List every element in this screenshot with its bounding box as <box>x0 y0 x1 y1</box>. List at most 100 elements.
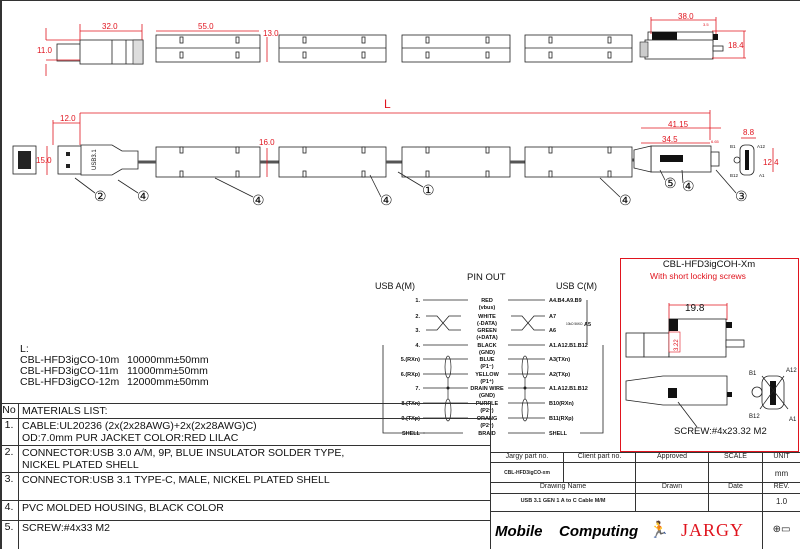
top-molded-segment <box>155 34 261 63</box>
variant-a12: A12 <box>786 368 797 374</box>
dim-length-L: L <box>384 97 391 111</box>
pin-wire-signal: (GND) <box>479 350 495 356</box>
callout-9: ③ <box>735 188 748 204</box>
variant-subtitle: With short locking screws <box>650 271 746 281</box>
pin-left: 8.(TXn) <box>401 401 420 407</box>
length-value: 11000mm±50mm <box>127 365 208 377</box>
pinout-row: 1.RED(vbus)A4.B4.A9.B9 <box>415 298 581 311</box>
variant-dim2: 3.22 <box>674 339 680 351</box>
materials-text: CONNECTOR:USB 3.1 TYPE-C, MALE, NICKEL P… <box>22 474 330 486</box>
pin-wire-color: ORANG <box>477 416 497 422</box>
pin-wire-signal: (P1⁺) <box>480 378 493 385</box>
materials-row: 3.CONNECTOR:USB 3.1 TYPE-C, MALE, NICKEL… <box>0 472 490 501</box>
pin-wire-color: BLACK <box>477 343 496 349</box>
pin-wire-color: RED <box>481 298 493 304</box>
scale-value <box>709 463 763 483</box>
variant-box: CBL-HFD3igCOH-Xm With short locking scre… <box>620 258 799 452</box>
pinout-row: 5.(RXn) BLUE(P1⁻) A3(TXn) <box>401 357 571 370</box>
dim-mid-h: 12.4 <box>763 158 779 167</box>
label-drawing-name: Drawing Name <box>491 483 636 494</box>
materials-no: 3. <box>0 473 19 501</box>
length-part: CBL-HFD3igCO-11m <box>20 365 119 377</box>
dim-mid-a: 12.0 <box>60 114 76 123</box>
top-molded-segment <box>401 34 511 63</box>
label-rev: REV. <box>763 483 800 494</box>
materials-text: CABLE:UL20236 (2x(2x28AWG)+2x(2x28AWG)C)… <box>22 420 257 444</box>
materials-no: 5. <box>0 521 19 549</box>
client-part-value <box>564 463 636 483</box>
pin-right: B11(RXp) <box>549 416 574 422</box>
pin-wire-color: DRAIN WIRE <box>470 386 504 392</box>
pin-wire-signal: (P2⁺) <box>480 422 493 429</box>
title-block: Jargy part no. Client part no. Approved … <box>490 452 800 549</box>
rev-value: 1.0 <box>763 494 800 512</box>
dim-top-3: 55.0 <box>198 22 214 31</box>
pin-face-b12: B12 <box>730 173 739 178</box>
plug-label: USB3.1 <box>92 149 98 170</box>
pin-right: A7 <box>549 314 556 320</box>
callout-6: ④ <box>619 192 632 208</box>
label-approved: Approved <box>636 453 709 463</box>
label-jargy-part: Jargy part no. <box>491 453 564 463</box>
pin-face-a12: A12 <box>757 144 766 149</box>
pin-left: SHELL <box>402 431 421 437</box>
pin-face-a1: A1 <box>759 173 765 178</box>
pinout-row: 2.WHITE(-DATA)A7 <box>415 314 556 327</box>
materials-no: 4. <box>0 501 19 521</box>
projection-symbol-icon: ⊕▭ <box>763 512 800 549</box>
pin-wire-color: WHITE <box>478 314 496 320</box>
dim-top-7: 18.4 <box>728 41 744 50</box>
callout-7: ⑤ <box>664 175 677 191</box>
materials-row: 2.CONNECTOR:USB 3.0 A/M, 9P, BLUE INSULA… <box>0 445 490 473</box>
pin-wire-signal: (vbus) <box>479 305 496 311</box>
pin-wire-color: GREEN <box>477 328 497 334</box>
label-date: Date <box>709 483 763 494</box>
callout-5: ① <box>422 182 435 198</box>
materials-text: SCREW:#4x33 M2 <box>22 522 110 534</box>
mid-molded-segment <box>524 146 633 178</box>
pin-left: 9.(TXp) <box>401 416 420 422</box>
materials-text: CONNECTOR:USB 3.0 A/M, 9P, BLUE INSULATO… <box>22 447 345 471</box>
pinout-ref-pin: A5 <box>584 322 591 328</box>
variant-b12: B12 <box>749 414 760 420</box>
pinout-right-header: USB C(M) <box>556 281 597 291</box>
label-drawn: Drawn <box>636 483 709 494</box>
pin-wire-color: PURPLE <box>476 401 499 407</box>
pin-right: A3(TXn) <box>549 357 570 363</box>
jargy-part-value: CBL-HFD3igCO-xm <box>491 463 564 483</box>
pinout-left-header: USB A(M) <box>375 281 415 291</box>
callout-2: ④ <box>137 188 150 204</box>
pin-left: 6.(RXp) <box>401 372 420 378</box>
top-view: 32.0 11.0 55.0 13.0 38.0 3.5 18.4 <box>37 12 746 76</box>
pin-right: A1.A12.B1.B12 <box>549 386 588 392</box>
pin-wire-signal: (-DATA) <box>477 321 497 327</box>
side-view: USB3.1 12.0 15.0 16.0 41.15 34.5 6.65 8.… <box>12 114 779 208</box>
materials-row: 5.SCREW:#4x33 M2 <box>0 520 490 549</box>
mid-molded-segment <box>401 146 511 178</box>
pin-wire-color: BLUE <box>480 357 495 363</box>
length-value: 10000mm±50mm <box>127 354 209 366</box>
label-unit: UNIT <box>763 453 800 463</box>
logo-mobile: Mobile <box>495 523 543 540</box>
materials-list: No MATERIALS LIST: 1.CABLE:UL20236 (2x(2… <box>0 403 491 549</box>
drawn-value <box>636 494 709 512</box>
runner-icon: 🏃 <box>649 522 669 539</box>
variant-b1: B1 <box>749 371 757 377</box>
dim-top-4: 13.0 <box>263 29 279 38</box>
variant-a1: A1 <box>789 417 797 423</box>
mid-molded-segment <box>155 146 261 178</box>
label-scale: SCALE <box>709 453 763 463</box>
dim-mid-c: 16.0 <box>259 138 275 147</box>
pin-left: 5.(RXn) <box>401 357 420 363</box>
approved-value <box>636 463 709 483</box>
pinout-diagram: PIN OUT USB A(M) USB C(M) 10kΩ 56KΩ A5 1… <box>375 272 604 437</box>
pin-right: A6 <box>549 328 556 334</box>
length-value: 12000mm±50mm <box>127 376 209 388</box>
pin-wire-signal: (P1⁻) <box>480 364 493 370</box>
callout-3: ④ <box>252 192 265 208</box>
pin-left: 7. <box>415 386 420 392</box>
materials-header-no: No <box>0 404 19 419</box>
pinout-row: 3.GREEN(+DATA)A6 <box>415 328 556 341</box>
